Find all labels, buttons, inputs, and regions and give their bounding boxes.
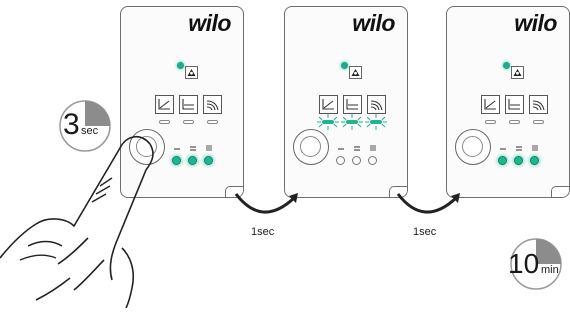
timer-10min-number: 10: [508, 248, 540, 279]
speed-led-3: [530, 156, 539, 165]
variable-pressure-icon[interactable]: [319, 95, 338, 114]
transition-arrow-2: [396, 193, 460, 214]
transition-label-2: 1sec: [413, 226, 437, 238]
speed-led-3: [204, 156, 213, 165]
speed-3-icon: [532, 145, 538, 151]
constant-speed-icon[interactable]: [203, 95, 222, 114]
constant-speed-icon[interactable]: [367, 95, 386, 114]
curve-led: [207, 120, 218, 124]
speed-led-2: [188, 156, 197, 165]
panel-notch: [389, 186, 407, 197]
constant-pressure-icon[interactable]: [179, 95, 198, 114]
timer-3sec-number: 3: [63, 108, 80, 141]
status-led: [503, 62, 510, 69]
timer-10min-icon: 10 min: [504, 236, 566, 292]
constant-pressure-icon[interactable]: [343, 95, 362, 114]
timer-3sec-icon: 3 sec: [57, 98, 113, 154]
variable-pressure-icon[interactable]: [155, 95, 174, 114]
speed-3-icon: [206, 145, 212, 151]
brand-logo: wilo: [188, 10, 231, 36]
speed-led-2: [514, 156, 523, 165]
pressing-hand-illustration: [0, 136, 154, 308]
speed-1-icon: [500, 148, 506, 150]
operating-button[interactable]: [129, 129, 165, 165]
operating-button[interactable]: [455, 129, 491, 165]
speed-led-1: [336, 156, 345, 165]
button-ring: [462, 136, 483, 157]
speed-1-icon: [338, 148, 344, 150]
variable-pressure-icon[interactable]: [481, 95, 500, 114]
device-panel-1: wilo: [120, 6, 244, 198]
pump-mode-icon: [511, 66, 524, 79]
panel-notch: [225, 186, 243, 197]
curve-led: [183, 120, 194, 124]
curve-led: [485, 120, 496, 124]
timer-3sec-unit: sec: [81, 125, 99, 137]
operating-button[interactable]: [293, 129, 329, 165]
device-panel-2: wilo: [284, 6, 408, 198]
status-led: [341, 62, 348, 69]
speed-2-icon: [516, 146, 522, 151]
timer-10min-unit: min: [541, 264, 559, 276]
constant-speed-icon[interactable]: [529, 95, 548, 114]
curve-led: [533, 120, 544, 124]
speed-1-icon: [174, 148, 180, 150]
panel-notch: [551, 186, 569, 197]
button-ring: [136, 136, 157, 157]
pump-mode-icon: [349, 66, 362, 79]
brand-logo: wilo: [514, 10, 557, 36]
transition-label-1: 1sec: [251, 226, 275, 238]
speed-2-icon: [354, 146, 360, 151]
glow-led-1: [317, 114, 339, 130]
curve-led-glow-row: [317, 114, 387, 130]
constant-pressure-icon[interactable]: [505, 95, 524, 114]
glow-led-3: [365, 114, 387, 130]
transition-arrow-1: [234, 193, 298, 214]
status-led: [177, 62, 184, 69]
curve-led: [509, 120, 520, 124]
glow-led-2: [341, 114, 363, 130]
speed-led-1: [172, 156, 181, 165]
device-panel-3: wilo: [446, 6, 570, 198]
pump-mode-icon: [185, 66, 198, 79]
curve-led: [159, 120, 170, 124]
speed-3-icon: [370, 145, 376, 151]
brand-logo: wilo: [352, 10, 395, 36]
speed-led-3: [368, 156, 377, 165]
speed-2-icon: [190, 146, 196, 151]
button-ring: [300, 136, 321, 157]
speed-led-2: [352, 156, 361, 165]
speed-led-1: [498, 156, 507, 165]
